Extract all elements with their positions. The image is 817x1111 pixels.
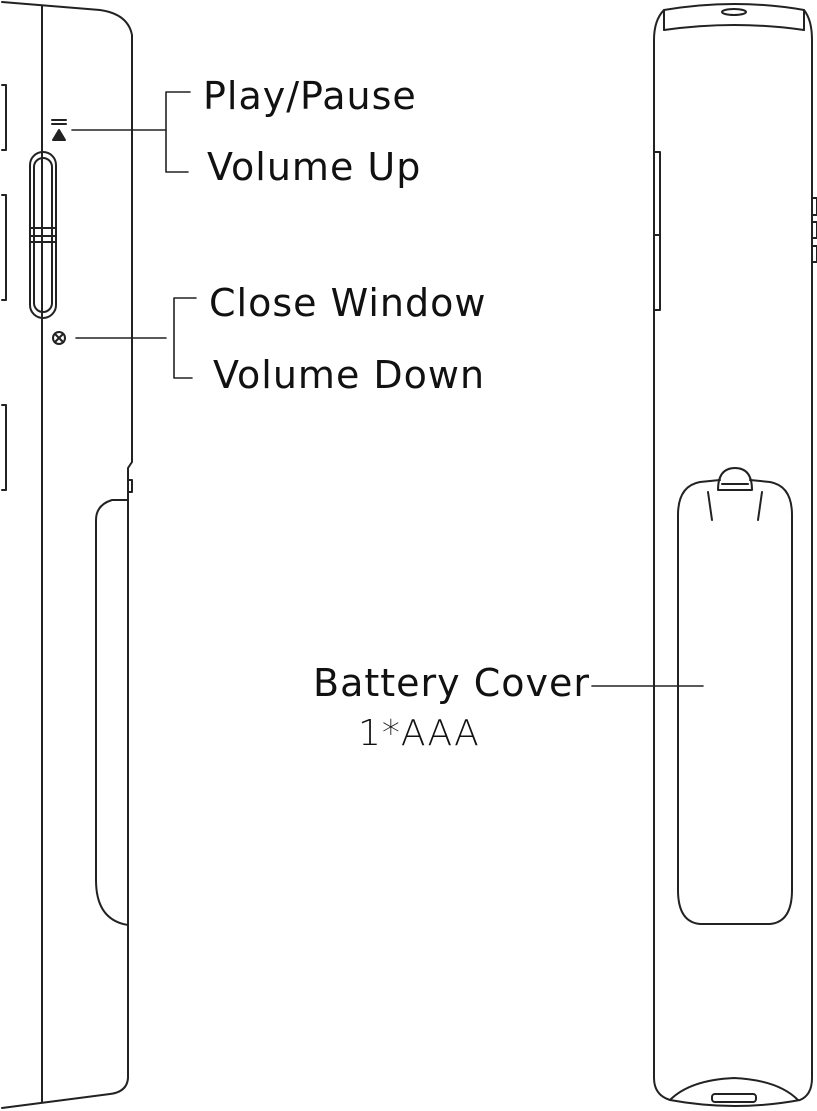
play-eject-icon (51, 119, 67, 141)
label-play-pause: Play/Pause (203, 74, 417, 118)
left-body-outline (1, 1, 133, 1109)
left-side-view (1, 1, 133, 1109)
close-circle-icon (52, 331, 66, 345)
battery-cover-latch[interactable] (717, 467, 753, 491)
lower-callout-bracket (75, 297, 197, 379)
label-volume-up: Volume Up (207, 145, 422, 189)
left-battery-cover-profile (95, 479, 133, 926)
right-back-view (653, 3, 817, 1107)
right-top-hole (721, 8, 747, 16)
right-edge-steps (811, 197, 817, 263)
battery-cover-outline[interactable] (677, 479, 793, 925)
right-bottom-cap (669, 1077, 799, 1101)
upper-callout-bracket (71, 91, 191, 173)
label-close-window: Close Window (209, 281, 487, 325)
right-top-cap-line (663, 24, 805, 31)
label-volume-down: Volume Down (213, 353, 486, 397)
right-bottom-slot (711, 1093, 757, 1103)
label-battery-type: 1*AAA (358, 713, 480, 754)
label-battery-cover: Battery Cover (313, 661, 590, 705)
right-side-button-bump (653, 151, 661, 311)
right-body-outline (653, 3, 813, 1107)
left-edge-notches (1, 84, 7, 491)
latch-slits (707, 491, 763, 521)
